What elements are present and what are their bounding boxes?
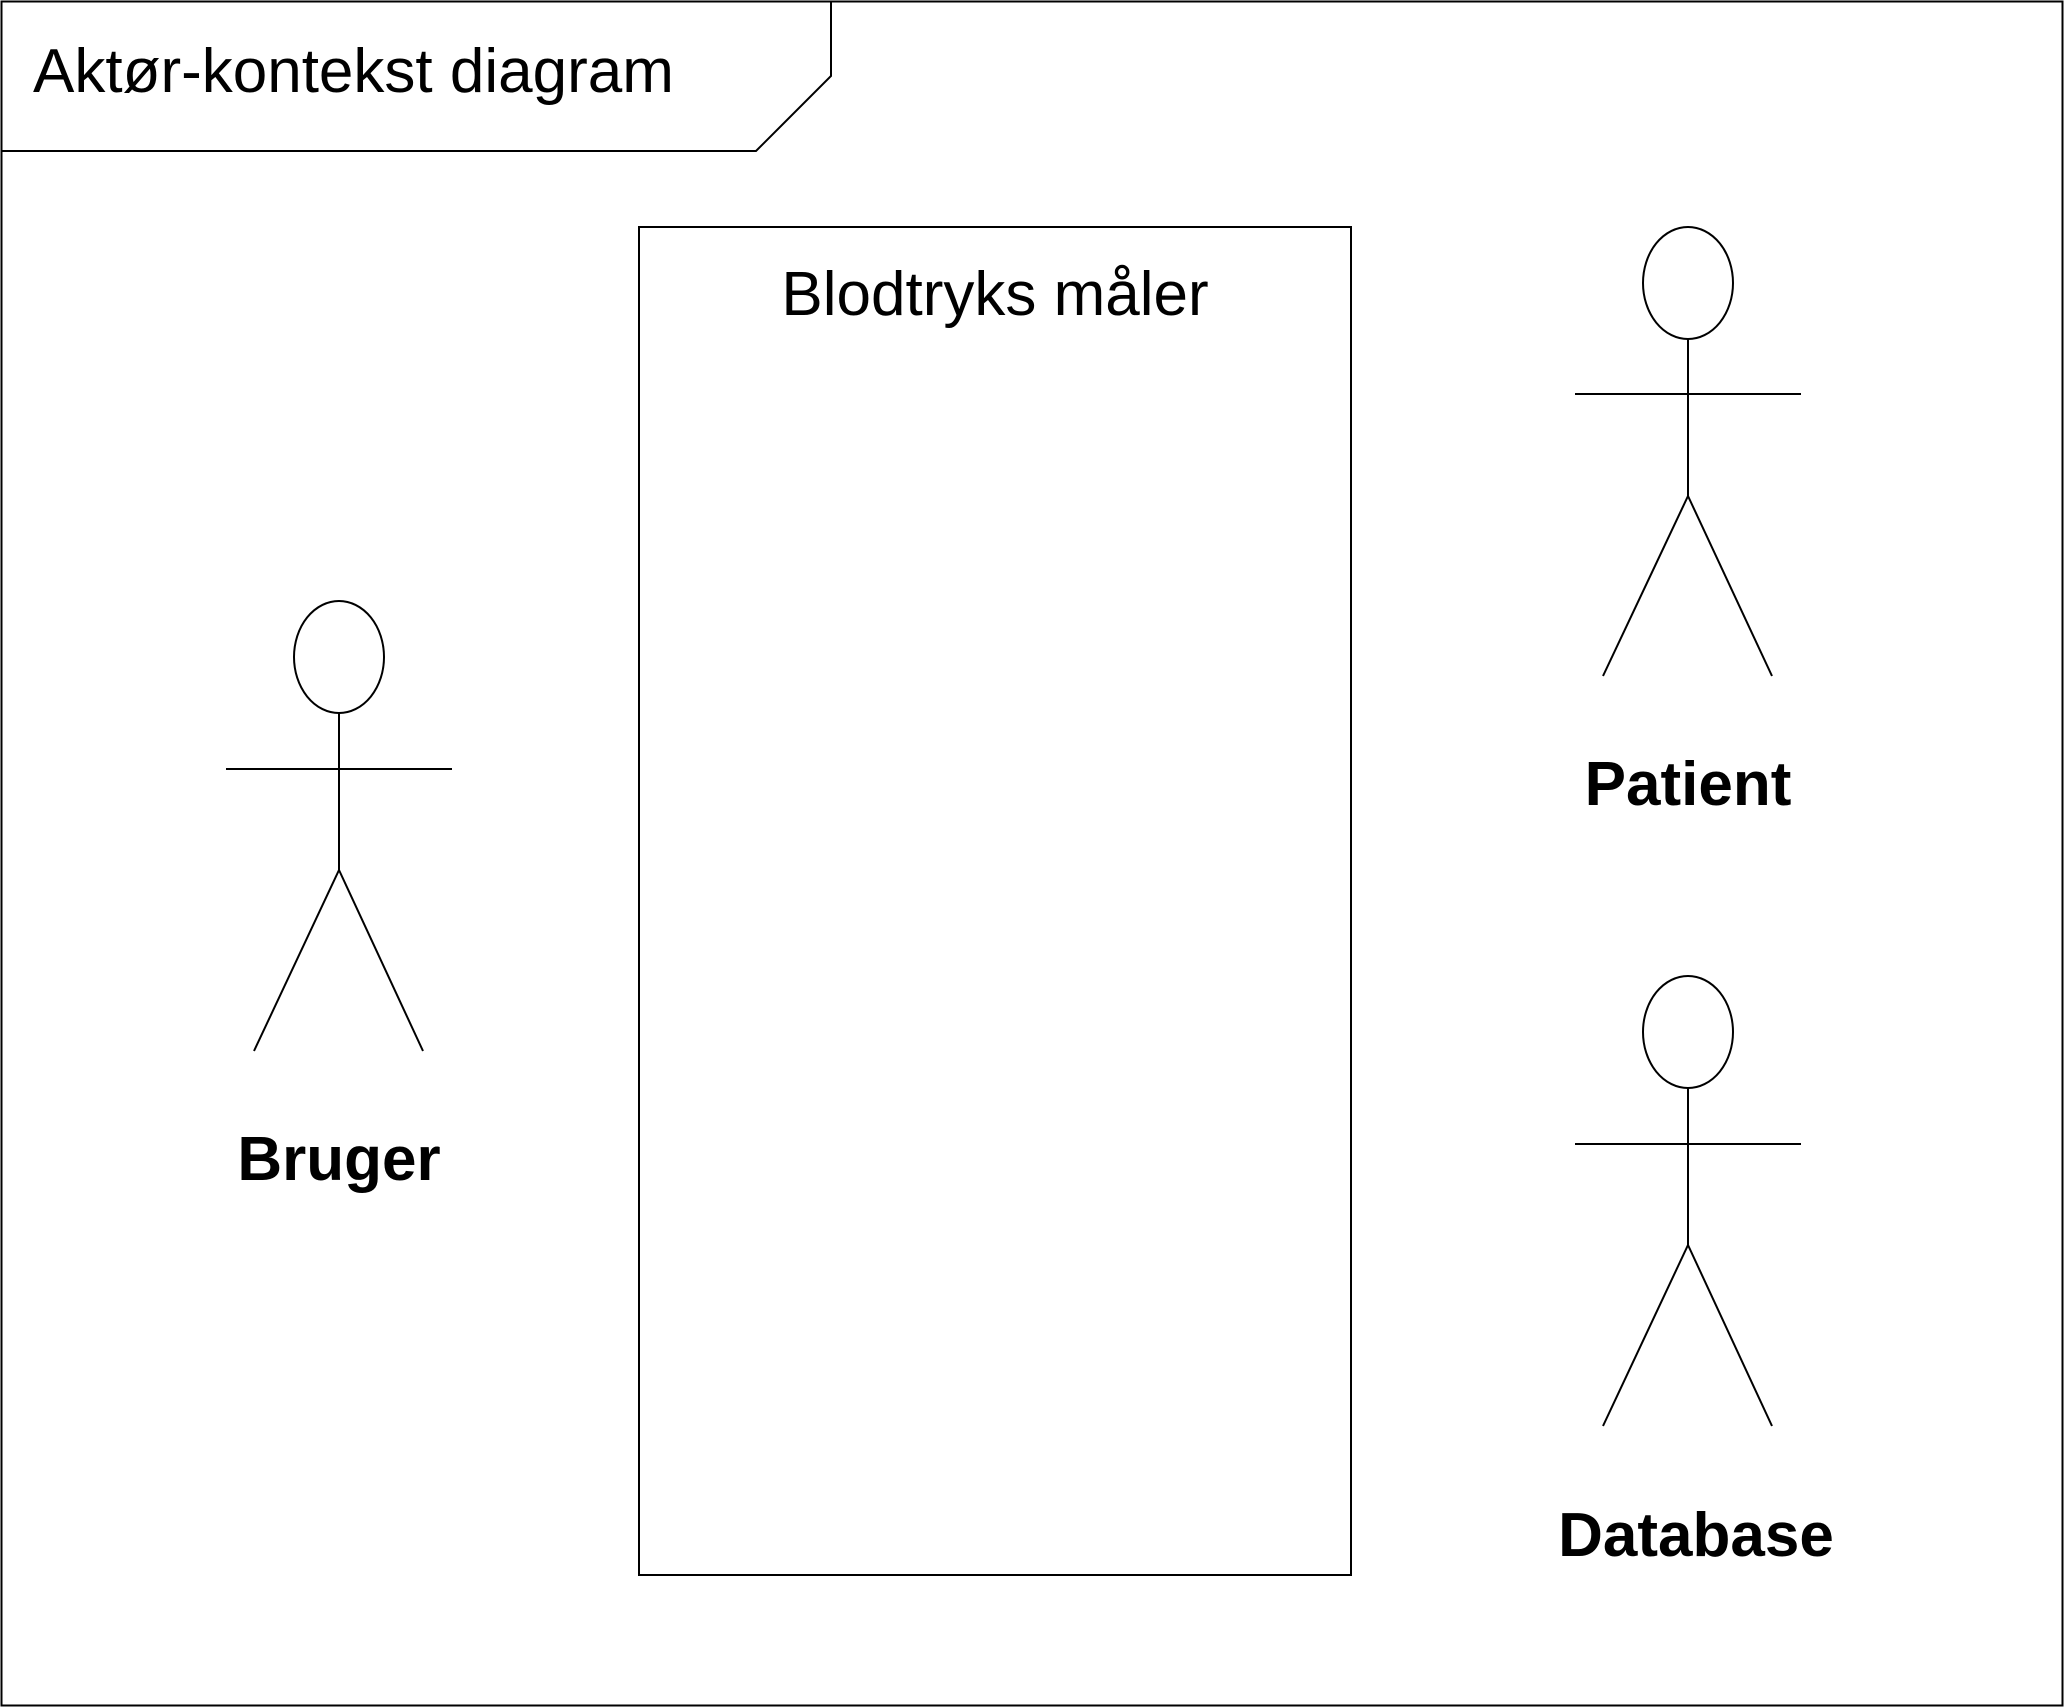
- actor-patient-figure: [1575, 226, 1801, 677]
- actor-right-leg: [338, 869, 424, 1052]
- frame-title-tab: [2, 2, 832, 152]
- actor-label-patient: Patient: [1584, 750, 1792, 819]
- actor-bruger-figure: [226, 600, 452, 1052]
- actor-right-leg: [1687, 1244, 1773, 1427]
- actor-database-figure: [1575, 975, 1801, 1427]
- actor-right-leg: [1687, 495, 1773, 677]
- frame-title: Aktør-kontekst diagram: [33, 37, 674, 106]
- actor-left-leg: [1602, 1244, 1689, 1427]
- system-boundary: [638, 226, 1352, 1576]
- actor-label-database: Database: [1558, 1501, 1834, 1570]
- actor-left-leg: [253, 869, 340, 1052]
- actor-label-bruger: Bruger: [237, 1125, 441, 1194]
- system-title: Blodtryks måler: [781, 260, 1209, 329]
- actor-left-leg: [1602, 495, 1689, 677]
